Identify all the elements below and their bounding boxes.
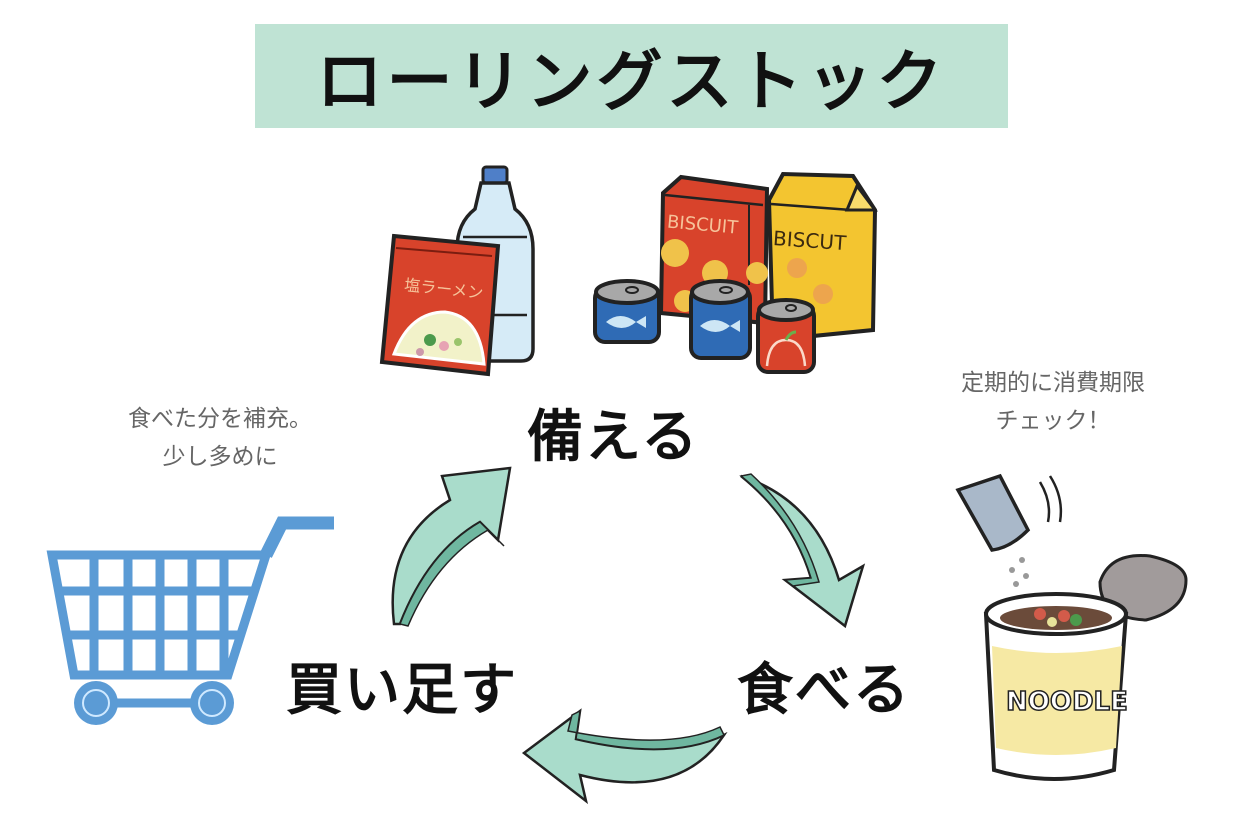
canned-tomato-icon [756, 298, 816, 374]
biscuit-yellow-label: BISCUT [772, 226, 847, 255]
cycle-arrow-icon [739, 473, 866, 629]
title-banner: ローリングストック [255, 24, 1008, 128]
restock-note-line-2: 少し多めに [162, 444, 278, 470]
noodle-label: NOODLE [1006, 687, 1128, 717]
restock-note-line-1: 食べた分を補充。 [128, 406, 312, 432]
biscuit-box-yellow-icon: BISCUT [766, 171, 878, 343]
shopping-cart-icon [46, 516, 334, 725]
restock-note: 食べた分を補充。 少し多めに [90, 400, 350, 476]
page-title: ローリングストック [316, 43, 947, 120]
canned-fish-icon [689, 279, 752, 360]
canned-fish-icon [593, 279, 661, 344]
check-note-line-2: チェック！ [995, 408, 1111, 434]
step-prepare-label: 備える [527, 405, 700, 470]
cycle-arrow-icon [391, 466, 512, 627]
step-eat-label: 食べる [737, 658, 911, 723]
ramen-pack-icon: 塩ラーメン [379, 233, 501, 377]
cup-noodle-icon: NOODLE [955, 473, 1188, 781]
check-note: 定期的に消費期限 チェック！ [918, 364, 1188, 440]
check-note-line-1: 定期的に消費期限 [961, 370, 1145, 396]
cycle-arrow-icon [521, 708, 728, 805]
step-restock-label: 買い足す [286, 658, 518, 723]
